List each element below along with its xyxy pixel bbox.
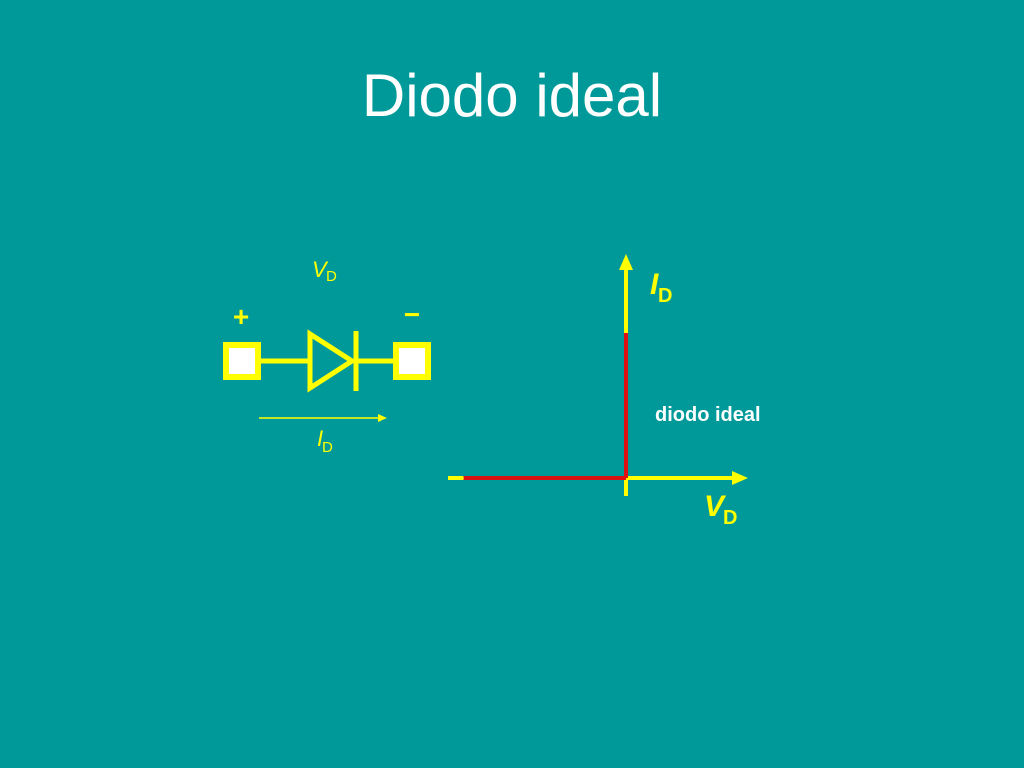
y-axis-label-main: I <box>650 268 659 301</box>
voltage-label-main: V <box>312 257 329 282</box>
slide-title: Diodo ideal <box>361 62 663 129</box>
y-axis-label-sub: D <box>658 285 672 307</box>
left-terminal <box>223 342 261 380</box>
voltage-label-sub: D <box>326 268 337 285</box>
curve-label: diodo ideal <box>655 404 761 426</box>
x-axis-label-main: V <box>704 490 727 523</box>
current-arrow-head <box>378 414 387 422</box>
y-axis-arrowhead <box>619 254 633 270</box>
current-label-sub: D <box>322 439 333 456</box>
minus-sign: − <box>404 299 420 330</box>
iv-graph: − I D V D diodo ideal <box>447 254 761 529</box>
x-axis-arrowhead <box>732 471 748 485</box>
diode-circuit: V D + − I D <box>223 257 431 456</box>
diode-triangle <box>307 329 357 393</box>
negative-x-marker: − <box>447 462 465 495</box>
x-axis-label-sub: D <box>723 507 737 529</box>
current-label-main: I <box>317 426 323 451</box>
plus-sign: + <box>233 301 249 332</box>
right-terminal <box>393 342 431 380</box>
